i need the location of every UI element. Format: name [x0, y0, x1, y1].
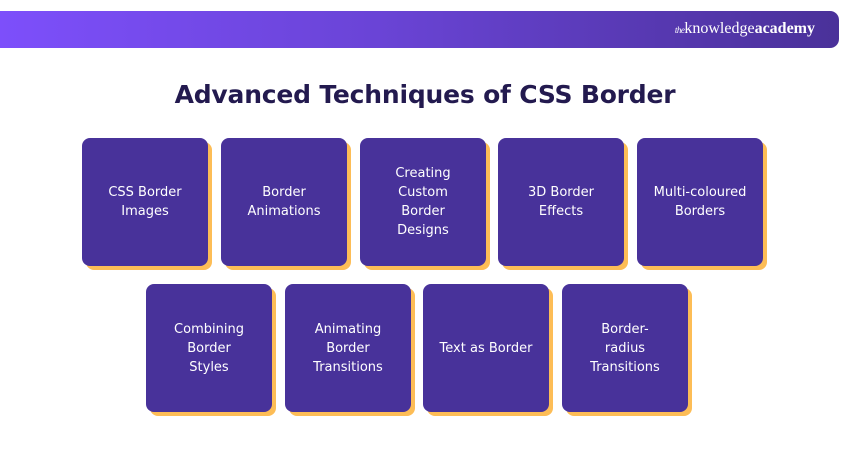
card-label: Border Animations	[247, 185, 321, 219]
brand-logo-prefix: the	[674, 25, 685, 35]
page-title: Advanced Techniques of CSS Border	[174, 80, 676, 109]
card-label: Combining Border Styles	[174, 321, 244, 375]
technique-card-custom-border-designs: Creating Custom Border Designs	[360, 138, 486, 266]
card-label: Border- radius Transitions	[590, 321, 660, 375]
technique-card-animating-border-transitions: Animating Border Transitions	[285, 284, 411, 412]
card-label: Creating Custom Border Designs	[395, 166, 451, 238]
technique-card-border-radius-transitions: Border- radius Transitions	[562, 284, 688, 412]
card-label: 3D Border Effects	[528, 185, 594, 219]
technique-card-border-animations: Border Animations	[221, 138, 347, 266]
brand-logo: theknowledgeacademy	[675, 19, 815, 40]
technique-card-text-as-border: Text as Border	[423, 284, 549, 412]
card-label: Animating Border Transitions	[313, 321, 383, 375]
header-banner: theknowledgeacademy	[0, 11, 839, 48]
technique-card-css-border-images: CSS Border Images	[82, 138, 208, 266]
card-label: Multi-coloured Borders	[653, 185, 747, 219]
card-label: CSS Border Images	[108, 185, 182, 219]
technique-card-3d-border-effects: 3D Border Effects	[498, 138, 624, 266]
technique-card-combining-border-styles: Combining Border Styles	[146, 284, 272, 412]
card-label: Text as Border	[439, 340, 533, 356]
brand-logo-suffix: academy	[754, 20, 815, 37]
brand-logo-middle: knowledge	[684, 20, 755, 37]
technique-card-multi-coloured-borders: Multi-coloured Borders	[637, 138, 763, 266]
